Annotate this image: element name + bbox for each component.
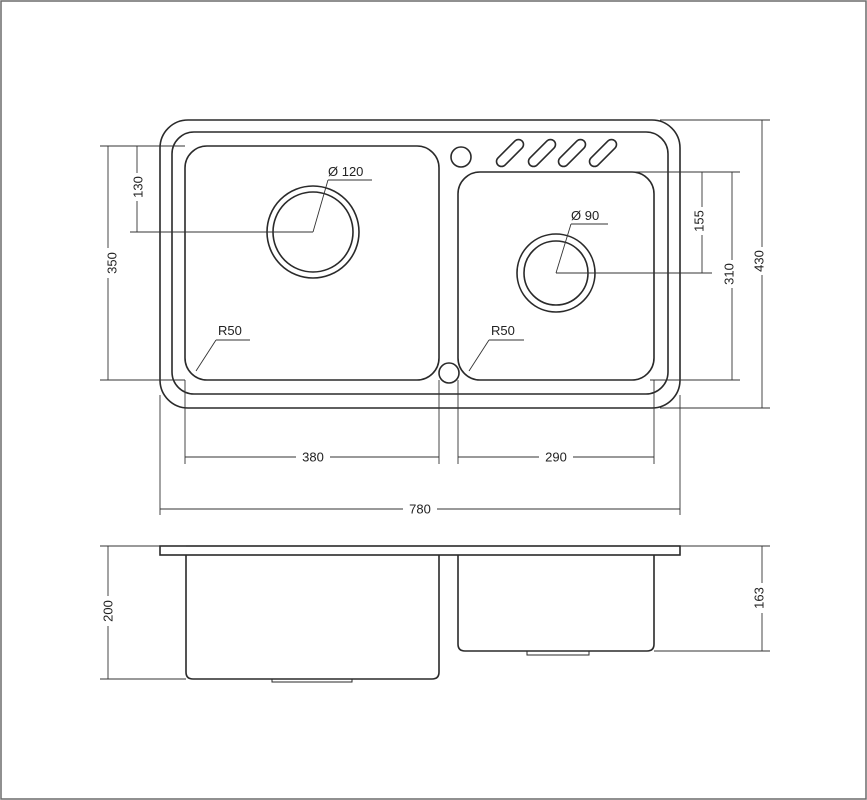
dim-right-bowl-height: 163	[751, 587, 766, 609]
dim-left-drain-diameter: Ø 120	[328, 164, 363, 179]
dim-left-corner-radius: R50	[218, 323, 242, 338]
dimension-labels: 350 130 155 310 430 380 290 780 Ø 120 Ø …	[96, 164, 772, 626]
right-drain-outlet	[526, 650, 590, 656]
dim-right-bowl-depth: 310	[721, 263, 736, 285]
dim-left-bowl-height: 200	[100, 600, 115, 622]
dim-overall-depth: 430	[751, 250, 766, 272]
overflow-slot	[527, 138, 557, 168]
dim-right-drain-diameter: Ø 90	[571, 208, 599, 223]
right-bowl	[457, 171, 655, 381]
left-drain-outlet	[271, 678, 353, 683]
dim-left-drain-offset: 130	[130, 176, 145, 198]
overflow-slots	[495, 138, 618, 168]
overflow-slot	[588, 138, 618, 168]
dim-right-corner-radius: R50	[491, 323, 515, 338]
overflow-hole	[438, 362, 460, 384]
side-rim	[159, 545, 681, 556]
dim-right-drain-offset: 155	[691, 210, 706, 232]
side-view	[159, 545, 681, 683]
sink-inner-rim	[171, 131, 669, 395]
dim-overall-width: 780	[409, 501, 431, 516]
sink-outer-rim	[159, 119, 681, 409]
dim-left-bowl-width: 380	[302, 449, 324, 464]
overflow-slot	[495, 138, 525, 168]
dim-left-bowl-depth: 350	[104, 252, 119, 274]
dim-right-bowl-width: 290	[545, 449, 567, 464]
left-bowl	[184, 145, 440, 381]
faucet-hole	[450, 146, 472, 168]
overflow-slot	[557, 138, 587, 168]
